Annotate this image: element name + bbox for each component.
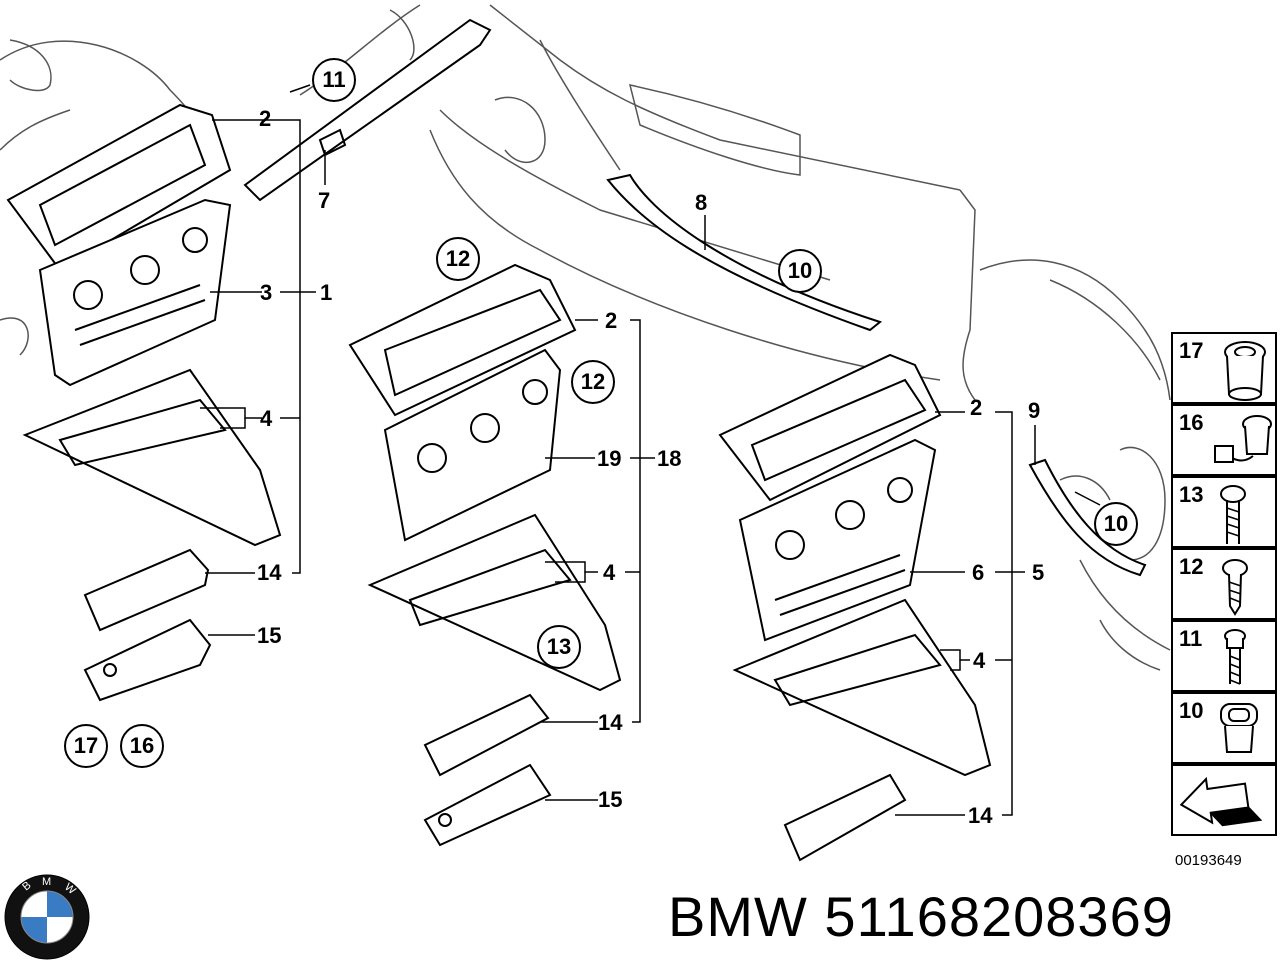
circled-callout-16: 16 (120, 724, 164, 768)
callout-4: 4 (260, 406, 273, 431)
callout-1: 1 (320, 280, 333, 305)
callout-15: 15 (257, 623, 282, 648)
small-parts-legend: 17 16 13 12 (1171, 332, 1277, 836)
diagram-number: 00193649 (1175, 852, 1242, 869)
circled-callout-11: 11 (312, 58, 356, 102)
bolt-icon (1224, 629, 1246, 685)
legend-number: 10 (1179, 698, 1204, 723)
circled-callout-13: 13 (537, 625, 581, 669)
legend-number: 16 (1179, 410, 1204, 435)
part-title: BMW 51168208369 (668, 884, 1174, 949)
callout-2: 2 (605, 308, 618, 333)
circled-callout-17: 17 (64, 724, 108, 768)
callout-3: 3 (260, 280, 273, 305)
callout-5: 5 (1032, 560, 1045, 585)
legend-item-12: 12 (1171, 548, 1277, 620)
circled-callout-10: 10 (778, 249, 822, 293)
callout-6: 6 (972, 560, 985, 585)
circled-callout-12: 12 (571, 360, 615, 404)
callout-15: 15 (598, 787, 623, 812)
brand-row: B M W BMW 51168208369 (0, 868, 1280, 960)
callout-2: 2 (970, 395, 983, 420)
callout-2: 2 (259, 106, 272, 131)
leader-lines (200, 84, 1101, 816)
callout-14: 14 (968, 803, 993, 828)
legend-number: 13 (1179, 482, 1204, 507)
bmw-logo: B M W (4, 874, 90, 960)
callout-4: 4 (973, 648, 986, 673)
legend-item-17: 17 (1171, 332, 1277, 404)
screw-with-washer-icon (1220, 485, 1246, 544)
svg-text:M: M (42, 876, 51, 888)
legend-item-arrow (1171, 764, 1277, 836)
direction-arrow-icon (1179, 776, 1263, 827)
callout-4: 4 (603, 560, 616, 585)
callout-19: 19 (597, 446, 622, 471)
legend-item-10: 10 (1171, 692, 1277, 764)
callout-18: 18 (657, 446, 682, 471)
callout-7: 7 (318, 188, 331, 213)
lighter-socket-with-cable-icon (1214, 415, 1272, 463)
circled-callout-10: 10 (1094, 502, 1138, 546)
legend-item-11: 11 (1171, 620, 1277, 692)
brand-name: BMW (668, 885, 808, 948)
cigarette-lighter-icon (1224, 341, 1266, 401)
callout-8: 8 (695, 190, 708, 215)
screw-icon (1222, 559, 1248, 616)
component-drawings (6, 18, 1147, 862)
legend-item-16: 16 (1171, 404, 1277, 476)
callout-14: 14 (598, 710, 623, 735)
callout-9: 9 (1028, 398, 1041, 423)
clip-nut-icon (1220, 703, 1258, 753)
legend-item-13: 13 (1171, 476, 1277, 548)
legend-number: 11 (1179, 626, 1203, 651)
part-number: 51168208369 (824, 885, 1174, 948)
callout-14: 14 (257, 560, 282, 585)
legend-number: 17 (1179, 338, 1204, 363)
circled-callout-12: 12 (436, 237, 480, 281)
legend-number: 12 (1179, 554, 1204, 579)
